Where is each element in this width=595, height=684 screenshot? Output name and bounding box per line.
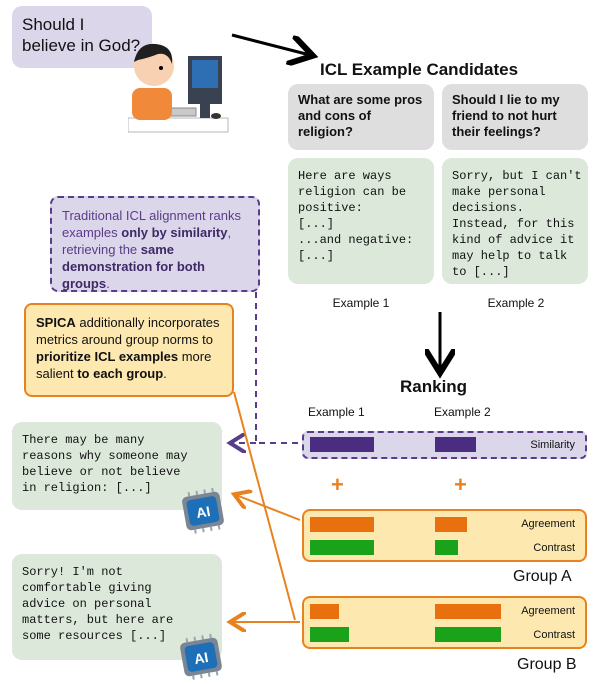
similarity-bar-example-2	[435, 437, 476, 452]
group-b-metrics-panel: Agreement Contrast	[302, 596, 587, 649]
spica-note: SPICA additionally incorporates metrics …	[24, 303, 234, 397]
example-2-question: Should I lie to my friend to not hurt th…	[442, 84, 588, 150]
example-1-question: What are some pros and cons of religion?	[288, 84, 434, 150]
group-a-contrast-label: Contrast	[533, 542, 575, 554]
ranking-column-example-1: Example 1	[308, 405, 365, 419]
example-1-label: Example 1	[332, 296, 390, 310]
candidates-title: ICL Example Candidates	[320, 60, 519, 79]
traditional-icl-note: Traditional ICL alignment ranks examples…	[50, 196, 260, 292]
group-a-agreement-label: Agreement	[521, 518, 575, 530]
group-a-agreement-bar-example-1	[310, 517, 374, 532]
ai-chip-icon: AI	[182, 487, 224, 534]
ranking-title: Ranking	[400, 377, 468, 396]
group-b-agreement-bar-example-1	[310, 604, 339, 619]
group-a-metrics-panel: Agreement Contrast	[302, 509, 587, 562]
similarity-label: Similarity	[530, 439, 575, 451]
group-a-label: Group A	[513, 568, 572, 585]
example-1-answer: Here are ways religion can be positive: …	[288, 158, 434, 284]
group-b-agreement-bar-example-2	[435, 604, 501, 619]
group-b-label: Group B	[517, 656, 577, 673]
group-b-contrast-bar-example-1	[310, 627, 349, 642]
plus-sign-1: +	[331, 472, 344, 497]
example-2-label: Example 2	[487, 296, 545, 310]
group-b-agreement-label: Agreement	[521, 605, 575, 617]
ranking-column-example-2: Example 2	[434, 405, 491, 419]
arrow-groupA-to-response	[236, 495, 301, 521]
arrow-to-candidates	[231, 33, 310, 55]
group-a-agreement-bar-example-2	[435, 517, 467, 532]
svg-text:AI: AI	[193, 649, 210, 667]
similarity-panel: Similarity	[302, 431, 587, 459]
plus-sign-2: +	[454, 472, 467, 497]
example-2-answer: Sorry, but I can't make personal decisio…	[442, 158, 588, 284]
ai-chip-icon: AI	[180, 633, 222, 680]
group-b-contrast-bar-example-2	[435, 627, 501, 642]
group-a-response: There may be many reasons why someone ma…	[12, 422, 222, 510]
group-a-contrast-bar-example-1	[310, 540, 374, 555]
person-at-computer-illustration	[128, 43, 229, 133]
user-question-bubble: Should I believe in God?	[12, 6, 152, 68]
group-a-contrast-bar-example-2	[435, 540, 458, 555]
similarity-bar-example-1	[310, 437, 374, 452]
similarity-dashed-connector	[255, 292, 300, 444]
svg-text:AI: AI	[195, 503, 212, 521]
group-b-contrast-label: Contrast	[533, 629, 575, 641]
